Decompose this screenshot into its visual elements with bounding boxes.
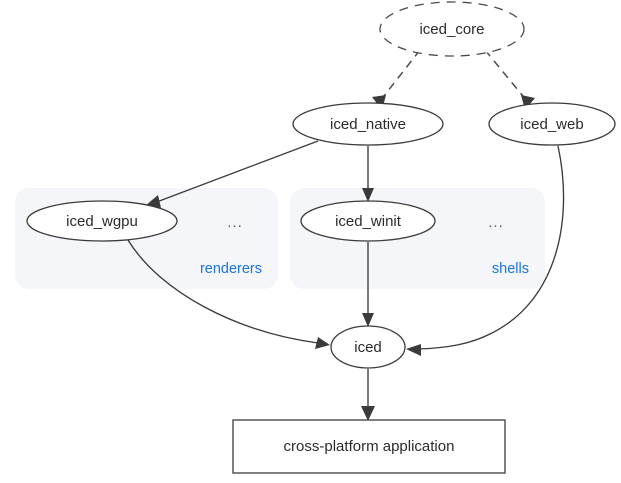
node-iced-web-shape[interactable] [488,102,616,146]
edge-path [153,140,319,204]
edge-path [127,239,319,344]
arrow-head-icon [362,188,374,202]
node-iced-wgpu-label: iced_wgpu [66,213,138,230]
node-iced-web-label: iced_web [520,116,583,133]
edge-iced-core-to-iced-native [372,49,421,110]
cluster-shells-label: shells [492,261,529,277]
node-iced-wgpu[interactable]: iced_wgpu [26,200,178,242]
renderers-more-ellipsis: ... [227,214,243,231]
node-iced-native[interactable]: iced_native [292,102,444,146]
node-iced-core[interactable]: iced_core [379,1,525,57]
node-iced[interactable]: iced [330,325,406,369]
edge-iced-native-to-iced-winit [362,146,374,202]
edge-path [417,145,565,350]
node-iced-winit[interactable]: iced_winit [300,200,436,242]
node-iced-core-label: iced_core [419,21,484,38]
node-application-shape[interactable] [232,419,506,474]
edge-iced-wgpu-to-iced [127,239,330,349]
edge-iced-web-to-iced [406,145,565,356]
node-iced-wgpu-shape[interactable] [26,200,178,242]
node-iced-label: iced [354,339,382,356]
arrow-head-icon [361,406,375,421]
arrow-head-icon [406,344,421,356]
cluster-shells: shells [290,188,545,289]
cluster-renderers: renderers [15,188,278,289]
cluster-renderers-label: renderers [200,261,262,277]
edge-iced-core-to-iced-web [484,49,535,110]
node-iced-shape[interactable] [330,325,406,369]
arrow-head-icon [362,313,374,327]
node-iced-web[interactable]: iced_web [488,102,616,146]
node-iced-winit-label: iced_winit [335,213,402,230]
arrow-head-icon [315,337,330,349]
edge-iced-to-application [361,369,375,421]
node-iced-winit-shape[interactable] [300,200,436,242]
shells-more-ellipsis: ... [488,214,504,231]
edge-path [484,49,528,102]
edge-path [379,49,421,102]
node-iced-native-shape[interactable] [292,102,444,146]
edge-iced-winit-to-iced [362,242,374,327]
node-iced-core-shape[interactable] [379,1,525,57]
node-application-label: cross-platform application [284,438,455,455]
node-cross-platform-application[interactable]: cross-platform application [232,419,506,474]
node-iced-native-label: iced_native [330,116,406,133]
